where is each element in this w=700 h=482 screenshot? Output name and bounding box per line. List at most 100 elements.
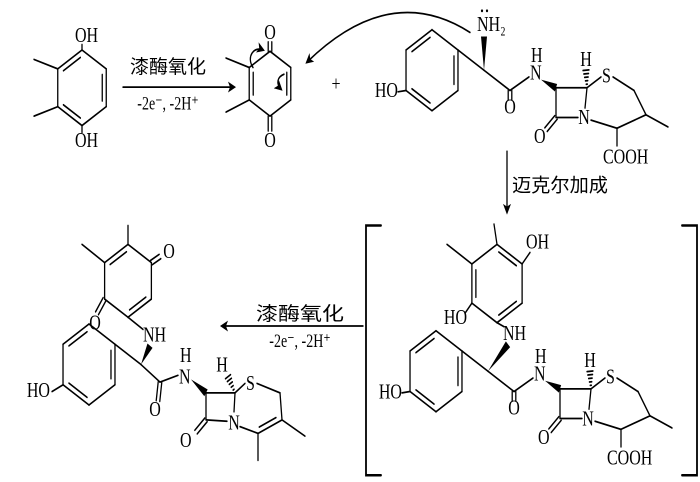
intermediate-cooh: COOH	[607, 446, 653, 470]
hash-bond	[228, 381, 234, 386]
double-bond	[415, 389, 435, 405]
hash-bond	[582, 69, 590, 72]
product-nh: NH	[143, 323, 166, 347]
bond	[225, 57, 250, 69]
amine-amide-h: H	[531, 44, 543, 68]
double-bond	[411, 87, 431, 104]
lone-pair-dot	[485, 9, 489, 13]
bond	[127, 298, 153, 319]
bond	[409, 390, 437, 413]
bond	[33, 105, 59, 117]
hash-bond	[226, 377, 233, 383]
bond	[409, 329, 437, 352]
bond	[616, 113, 647, 130]
bond	[496, 321, 505, 328]
step3-conditions: -2e⁻, -2H⁺	[269, 330, 330, 352]
bond	[140, 363, 161, 383]
bond	[127, 243, 153, 264]
intermediate-amide-n: N	[534, 363, 546, 387]
bond	[405, 28, 433, 51]
double-bond	[68, 382, 88, 399]
bond	[464, 302, 473, 315]
step1-conditions: -2e⁻, -2H⁺	[137, 92, 198, 114]
bond	[584, 86, 588, 109]
product-amide-h: H	[180, 344, 192, 368]
intermediate-amide-o: O	[508, 396, 520, 420]
product-o-left: O	[89, 311, 101, 335]
amine-s: S	[602, 64, 611, 88]
bond	[435, 329, 463, 352]
product-s: S	[246, 372, 255, 396]
wedge-bond	[545, 380, 562, 393]
quinone-o-top: O	[264, 21, 276, 45]
bond	[81, 49, 107, 70]
bond	[446, 243, 473, 265]
double-bond	[258, 416, 277, 428]
bond	[194, 417, 206, 432]
bond	[620, 414, 651, 431]
bond	[62, 323, 90, 346]
bond	[51, 383, 64, 393]
bond	[594, 420, 622, 431]
bond	[151, 257, 162, 266]
bond	[401, 390, 411, 394]
product-o-top: O	[163, 240, 175, 264]
hash-bond	[224, 373, 232, 380]
product-n: N	[228, 411, 240, 435]
bond	[127, 316, 144, 331]
bond	[590, 119, 618, 130]
bond	[239, 425, 259, 435]
bond	[155, 380, 159, 402]
product-amide-o: O	[149, 398, 161, 422]
lone-pair-dot	[480, 9, 484, 13]
bond	[159, 381, 163, 403]
intermediate-nh: NH	[503, 322, 526, 346]
bond	[225, 99, 250, 113]
bond	[103, 243, 129, 264]
curved-arrow-icon	[273, 73, 285, 91]
bond	[114, 343, 142, 366]
bond	[279, 392, 283, 421]
intermediate-lactam-o: O	[538, 426, 550, 450]
double-bond	[109, 250, 128, 266]
bond	[496, 302, 523, 324]
bond	[550, 419, 562, 434]
hash-bond	[232, 388, 235, 391]
bond	[457, 49, 485, 72]
bond	[435, 390, 463, 413]
wedge-bond	[191, 379, 208, 397]
bond	[509, 76, 530, 92]
bond	[493, 223, 498, 246]
hydroquinone-oh-top: OH	[75, 24, 98, 48]
intermediate-n: N	[582, 407, 594, 431]
bond	[590, 377, 606, 390]
bond	[149, 253, 160, 262]
bond	[431, 28, 459, 51]
amine-amide-o: O	[504, 95, 516, 119]
bond	[205, 419, 228, 423]
bond	[649, 414, 673, 429]
intermediate-s: S	[606, 365, 615, 389]
bond	[81, 105, 107, 127]
bond	[57, 105, 83, 127]
double-bond	[415, 337, 435, 354]
bond	[234, 382, 246, 394]
bond	[248, 50, 271, 69]
bond	[521, 251, 531, 265]
bond	[431, 89, 459, 112]
bond	[196, 420, 208, 435]
bond	[588, 387, 592, 410]
bond	[612, 76, 635, 92]
double-bond	[68, 330, 88, 347]
bond	[62, 383, 90, 406]
product-lactam-o: O	[180, 429, 192, 453]
bond	[33, 58, 59, 70]
quinone-o-bottom: O	[264, 129, 276, 153]
bond	[461, 350, 489, 373]
bond	[513, 377, 534, 393]
curved-arrow-icon	[249, 42, 265, 69]
amine-amide-n: N	[530, 61, 542, 85]
step2-reagent: 迈克尔加成	[512, 175, 608, 197]
bond	[103, 298, 129, 319]
